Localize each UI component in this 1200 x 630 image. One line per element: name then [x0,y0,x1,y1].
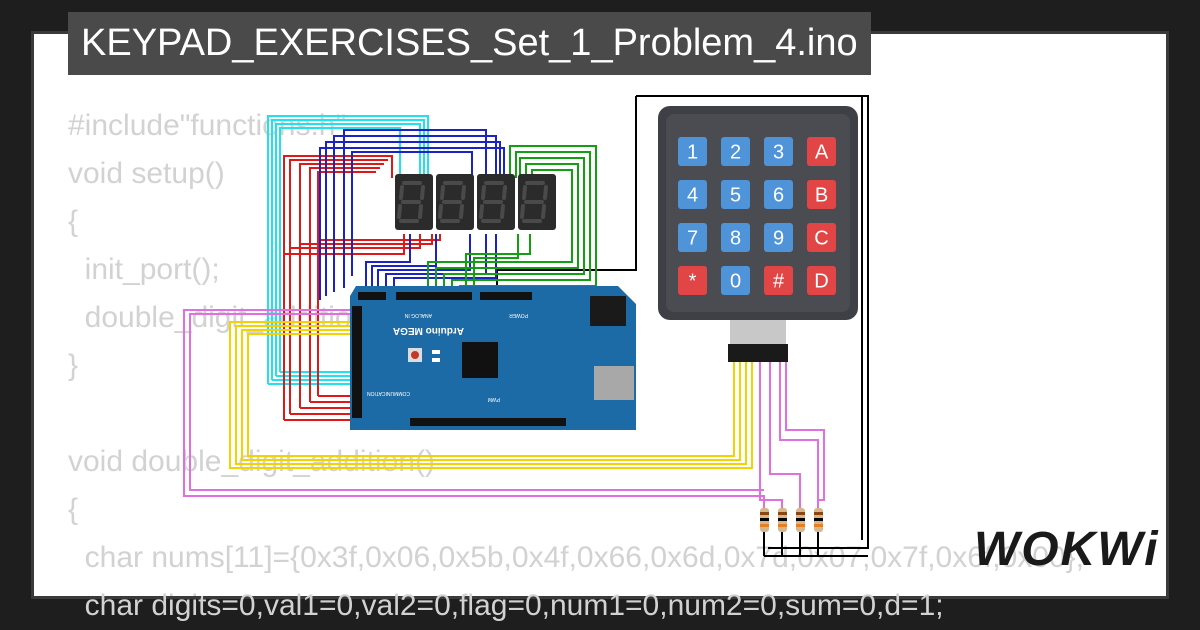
keypad-key[interactable]: 2 [721,137,750,166]
keypad-key-label: 5 [730,185,741,207]
code-line: { [68,205,79,238]
keypad-key-label: 3 [773,142,784,164]
code-line: char digits=0,val1=0,val2=0,flag=0,num1=… [68,589,944,622]
keypad-key-label: B [815,185,828,207]
power-label: POWER [509,312,528,318]
code-line: void double_digit_addition() [68,445,435,478]
keypad-key-label: 2 [730,142,741,164]
resistor [778,508,787,532]
pwm-label: PWM [488,396,500,402]
project-preview-card: #include"functions.h" void setup() { init_… [34,34,1166,622]
keypad-key[interactable]: 3 [764,137,793,166]
keypad-key-label: 8 [730,228,741,250]
keypad-key-label: 9 [773,228,784,250]
keypad-key-label: 6 [773,185,784,207]
keypad-keys: 1 2 3 A 4 5 6 B 7 8 9 C * 0 # D [678,137,836,295]
code-line: double_digit_addition(); [68,301,397,334]
pulldown-resistors [760,508,823,532]
keypad-key[interactable]: 6 [764,180,793,209]
pink-wires [183,309,825,510]
code-line: { [68,493,79,526]
keypad-key[interactable]: B [807,180,836,209]
keypad-key[interactable]: 9 [764,223,793,252]
code-line: } [68,349,79,382]
resistor [814,508,823,532]
keypad-key-label: C [814,228,828,250]
keypad-key-label: 1 [687,142,698,164]
keypad-4x4: 1 2 3 A 4 5 6 B 7 8 9 C * 0 # D [658,106,858,362]
keypad-key-label: A [815,142,829,164]
page-title: KEYPAD_EXERCISES_Set_1_Problem_4.ino [68,12,871,75]
code-line: char nums[11]={0x3f,0x06,0x5b,0x4f,0x66,… [68,541,1084,574]
keypad-key[interactable]: C [807,223,836,252]
code-line: #include"functions.h" [68,109,347,142]
communication-label: COMMUNICATION [367,390,410,396]
keypad-key[interactable]: # [764,266,793,295]
keypad-key[interactable]: 0 [721,266,750,295]
keypad-key-label: 7 [687,228,698,250]
keypad-key[interactable]: 5 [721,180,750,209]
resistor [760,508,769,532]
wokwi-logo: WOKWi [974,523,1160,576]
keypad-key[interactable]: 8 [721,223,750,252]
keypad-key-label: 4 [687,185,698,207]
keypad-key[interactable]: * [678,266,707,295]
keypad-key[interactable]: A [807,137,836,166]
analog-in-label: ANALOG IN [404,312,432,318]
seven-segment-display [518,174,556,230]
keypad-key[interactable]: 7 [678,223,707,252]
code-line: void setup() [68,157,225,190]
code-background: #include"functions.h" void setup() { init_… [68,102,1084,630]
keypad-key-label: D [814,271,828,293]
code-line: init_port(); [68,253,220,286]
keypad-key[interactable]: 1 [678,137,707,166]
keypad-key[interactable]: 4 [678,180,707,209]
keypad-key-label: * [689,271,697,293]
board-name: Arduino MEGA [393,325,464,336]
keypad-key-label: # [773,271,785,293]
seven-segment-display [477,174,515,230]
keypad-key[interactable]: D [807,266,836,295]
arduino-mega-board: Arduino MEGA ANALOG IN POWER COMMUNICATI… [350,286,636,430]
seven-segment-display [395,174,433,230]
yellow-wires [229,321,753,469]
seven-segment-displays [395,174,556,230]
resistor [796,508,805,532]
seven-segment-display [436,174,474,230]
keypad-key-label: 0 [730,271,741,293]
